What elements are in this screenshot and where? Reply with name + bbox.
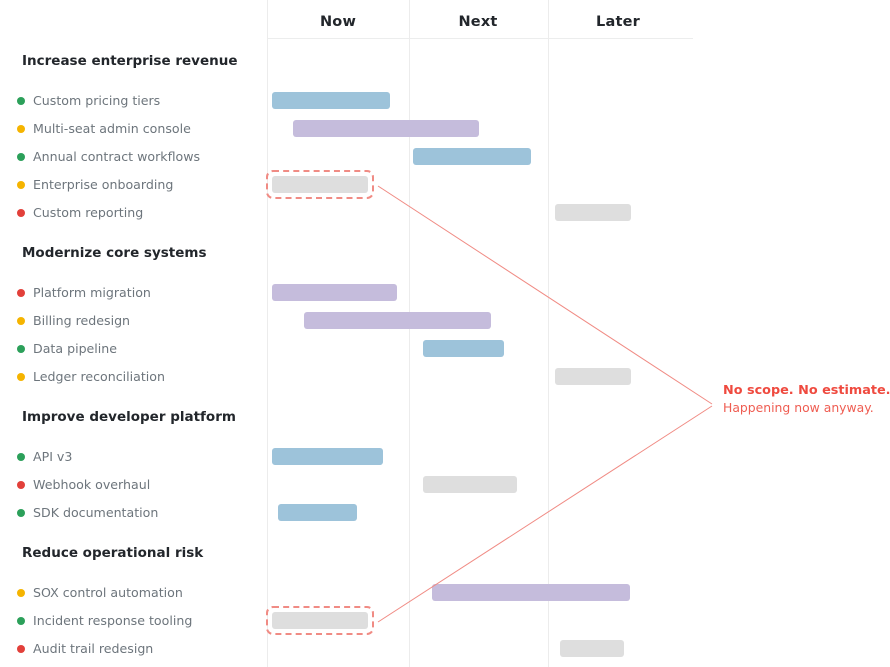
timeline-column-header-next[interactable]: Next (458, 14, 498, 30)
initiative-label[interactable]: Audit trail redesign (33, 641, 154, 656)
initiative-label[interactable]: Enterprise onboarding (33, 177, 174, 192)
initiative-label[interactable]: Data pipeline (33, 341, 118, 356)
status-dot-at-risk (17, 317, 25, 325)
initiative-label[interactable]: Custom reporting (33, 205, 144, 220)
initiative-label[interactable]: Webhook overhaul (33, 477, 151, 492)
column-divider-now-next (409, 0, 410, 667)
timeline-bar[interactable] (272, 176, 368, 193)
timeline-column-header-later[interactable]: Later (596, 14, 640, 30)
initiative-label[interactable]: Billing redesign (33, 313, 131, 328)
status-dot-at-risk (17, 373, 25, 381)
status-dot-off-track (17, 209, 25, 217)
timeline-bar[interactable] (555, 204, 631, 221)
annotation-headline: No scope. No estimate. (723, 383, 890, 398)
status-dot-on-track (17, 617, 25, 625)
initiative-label[interactable]: Platform migration (33, 285, 151, 300)
timeline-bar[interactable] (272, 284, 397, 301)
header-divider-rule (267, 38, 693, 39)
status-dot-off-track (17, 481, 25, 489)
initiative-label[interactable]: Multi-seat admin console (33, 121, 191, 136)
timeline-bar[interactable] (278, 504, 357, 521)
annotation-subline: Happening now anyway. (723, 400, 874, 415)
initiative-label[interactable]: Ledger reconciliation (33, 369, 165, 384)
timeline-bar[interactable] (293, 120, 479, 137)
initiative-label[interactable]: Annual contract workflows (33, 149, 201, 164)
annotation-callout: No scope. No estimate. Happening now any… (723, 382, 890, 416)
timeline-bar[interactable] (272, 448, 383, 465)
status-dot-on-track (17, 97, 25, 105)
status-dot-at-risk (17, 125, 25, 133)
leader-line (377, 185, 713, 405)
objective-group-title: Improve developer platform (22, 409, 236, 425)
status-dot-on-track (17, 509, 25, 517)
initiative-label[interactable]: Incident response tooling (33, 613, 193, 628)
timeline-bar[interactable] (304, 312, 491, 329)
status-dot-off-track (17, 289, 25, 297)
timeline-bar[interactable] (560, 640, 624, 657)
timeline-column-header-now[interactable]: Now (319, 14, 357, 30)
timeline-bar[interactable] (423, 340, 504, 357)
initiative-label[interactable]: SOX control automation (33, 585, 183, 600)
initiative-label[interactable]: API v3 (33, 449, 73, 464)
timeline-bar[interactable] (272, 92, 390, 109)
status-dot-at-risk (17, 181, 25, 189)
timeline-bar[interactable] (272, 612, 368, 629)
timeline-bar[interactable] (432, 584, 630, 601)
status-dot-at-risk (17, 589, 25, 597)
objective-group-title: Modernize core systems (22, 245, 207, 261)
status-dot-off-track (17, 645, 25, 653)
objective-group-title: Increase enterprise revenue (22, 53, 238, 69)
timeline-bar[interactable] (555, 368, 631, 385)
column-divider-now-start (267, 0, 268, 667)
initiative-label[interactable]: Custom pricing tiers (33, 93, 161, 108)
status-dot-on-track (17, 345, 25, 353)
status-dot-on-track (17, 453, 25, 461)
status-dot-on-track (17, 153, 25, 161)
column-divider-next-later (548, 0, 549, 667)
initiative-label[interactable]: SDK documentation (33, 505, 159, 520)
objective-group-title: Reduce operational risk (22, 545, 204, 561)
timeline-bar[interactable] (423, 476, 517, 493)
timeline-bar[interactable] (413, 148, 531, 165)
